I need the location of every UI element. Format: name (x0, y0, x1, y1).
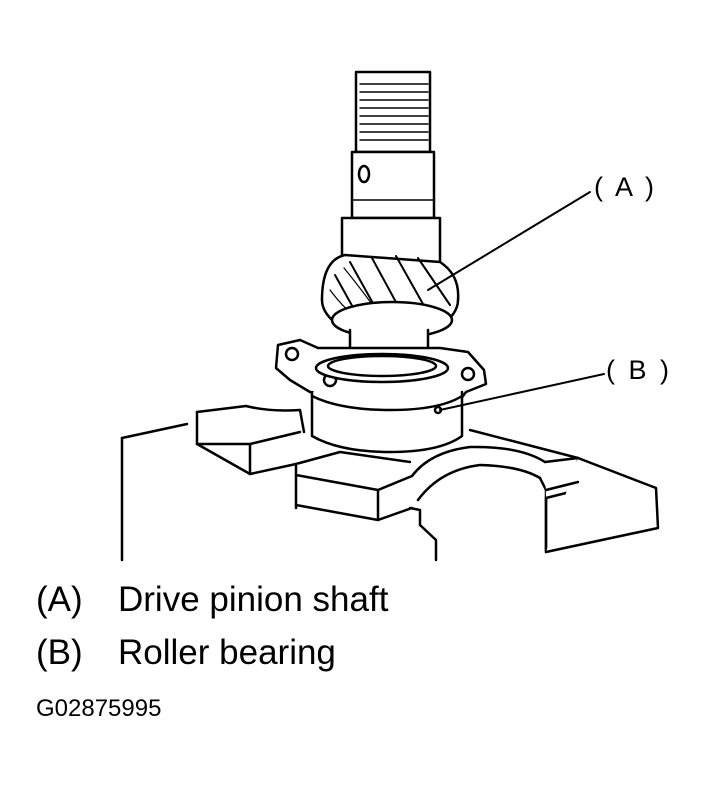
legend-text: Roller bearing (118, 633, 336, 672)
callout-label-b: ( B ) (606, 355, 672, 385)
drive-pinion-illustration (120, 70, 660, 562)
support-block (120, 404, 660, 562)
legend-key: (A) (36, 580, 83, 619)
legend-key: (B) (36, 633, 83, 672)
leader-line-a (427, 191, 591, 291)
leader-line-b (439, 373, 605, 411)
pinion-gear (320, 253, 460, 372)
shaft-upper (340, 70, 442, 264)
figure-id: G02875995 (36, 695, 162, 722)
roller-bearing (274, 338, 488, 454)
callout-label-a: ( A ) (594, 172, 658, 202)
legend-text: Drive pinion shaft (118, 580, 389, 619)
